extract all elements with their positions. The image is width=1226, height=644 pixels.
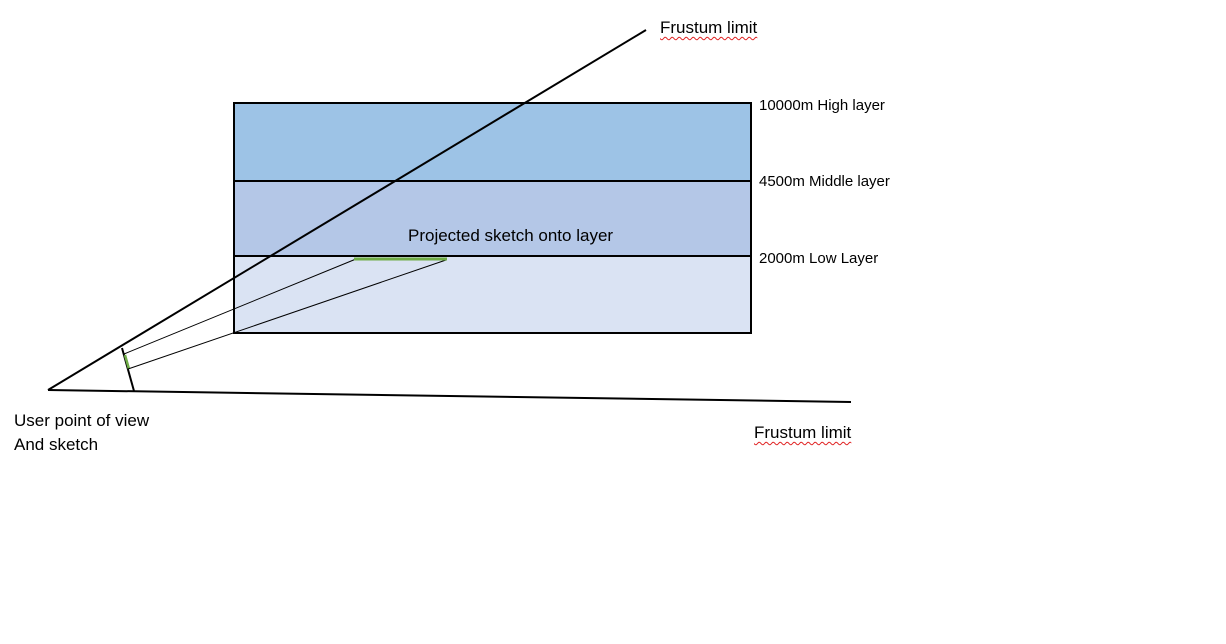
middle-layer-label: 4500m Middle layer <box>759 173 890 190</box>
user-sketch-stroke <box>123 354 131 370</box>
user-point-of-view-label: User point of view And sketch <box>14 409 149 457</box>
frustum-limit-top-label: Frustum limit <box>660 19 757 36</box>
frustum-limit-top-text: Frustum limit <box>660 18 758 37</box>
low-layer-band <box>233 255 752 334</box>
frustum-limit-lower-line <box>47 389 852 403</box>
projection-ray-upper <box>123 258 357 355</box>
projected-sketch-label: Projected sketch onto layer <box>408 226 614 245</box>
high-layer-label: 10000m High layer <box>759 97 885 114</box>
user-point-of-view-line1: User point of view <box>14 411 150 430</box>
high-layer-band <box>233 102 752 182</box>
frustum-limit-bottom-label: Frustum limit <box>754 424 851 441</box>
user-point-of-view-line2: And sketch <box>14 435 99 454</box>
frustum-limit-upper-line <box>47 29 647 391</box>
frustum-limit-bottom-text: Frustum limit <box>754 423 852 442</box>
low-layer-label: 2000m Low Layer <box>759 250 879 267</box>
projection-ray-lower <box>127 259 447 370</box>
sketch-plane-line <box>121 347 135 392</box>
middle-layer-band <box>233 180 752 257</box>
